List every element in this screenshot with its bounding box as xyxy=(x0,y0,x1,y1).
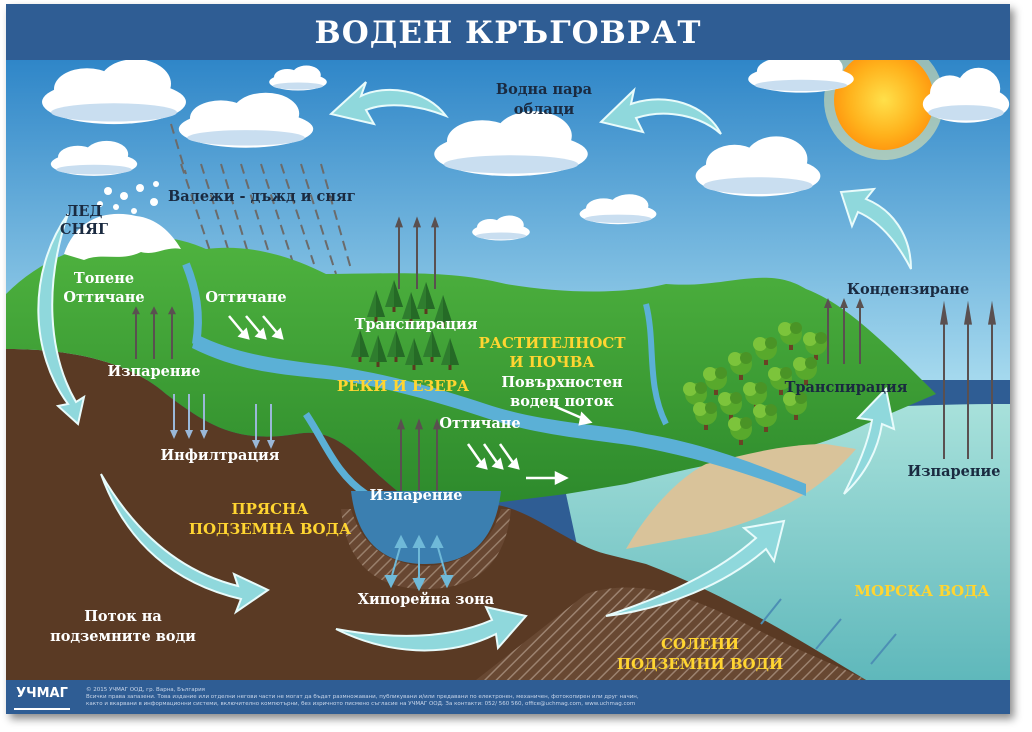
label-ice: ЛЕД xyxy=(66,203,103,220)
label-runoff-lower: Оттичане xyxy=(439,415,520,432)
label-vapor: Водна пара xyxy=(496,81,593,98)
label-transpiration-right: Транспирация xyxy=(785,379,908,396)
label-runoff-left: Оттичане xyxy=(63,289,144,306)
saline-arrows xyxy=(760,598,897,665)
footer-bar xyxy=(6,680,1010,714)
lake xyxy=(351,491,501,564)
label-rivers: РЕКИ И ЕЗЕРА xyxy=(337,377,470,395)
runoff-arrows xyxy=(228,315,593,486)
copyright-line-1: © 2015 УЧМАГ ООД, гр. Варна, България xyxy=(86,687,205,693)
river xyxy=(192,334,806,496)
label-saline-1: СОЛЕНИ xyxy=(661,635,739,653)
label-saline-2: ПОДЗЕМНИ ВОДИ xyxy=(617,655,783,673)
label-transpiration-left: Транспирация xyxy=(355,316,478,333)
copyright-text: © 2015 УЧМАГ ООД, гр. Варна, България Вс… xyxy=(86,687,686,708)
publisher-logo: УЧМАГ xyxy=(14,684,70,710)
label-groundwater-flow-2: подземните води xyxy=(50,628,196,645)
label-snow: СНЯГ xyxy=(60,221,108,238)
label-precipitation: Валежи - дъжд и сняг xyxy=(168,188,356,205)
copyright-line-3: както и вкарвани в информационни системи… xyxy=(86,701,636,707)
label-surface-1: Повърхностен xyxy=(501,374,623,391)
sun-icon xyxy=(824,40,944,160)
label-runoff-mid: Оттичане xyxy=(205,289,286,306)
snow-cap xyxy=(64,213,181,260)
water-cycle-diagram: Водна пара облаци Валежи - дъжд и сняг Л… xyxy=(6,40,1010,680)
label-clouds: облаци xyxy=(514,101,575,118)
beach xyxy=(626,444,856,549)
label-fresh-groundwater-1: ПРЯСНА xyxy=(232,500,310,518)
saline-groundwater-zone xyxy=(476,587,866,680)
flow-arrows xyxy=(37,81,912,652)
label-condensation: Кондензиране xyxy=(847,281,969,298)
page-title: ВОДЕН КРЪГОВРАТ xyxy=(6,4,1010,60)
label-hyporheic: Хипорейна зона xyxy=(358,591,495,608)
rain-lines xyxy=(170,123,352,280)
label-evaporation-sea: Изпарение xyxy=(908,463,1001,480)
label-groundwater-flow-1: Поток на xyxy=(84,608,162,625)
label-sea-water: МОРСКА ВОДА xyxy=(854,582,990,600)
label-evaporation-left: Изпарение xyxy=(108,363,201,380)
label-surface-2: воден поток xyxy=(510,393,614,410)
grassland xyxy=(6,237,936,504)
label-vegetation-1: РАСТИТЕЛНОСТ xyxy=(479,334,627,352)
label-vegetation-2: И ПОЧВА xyxy=(509,353,595,371)
label-fresh-groundwater-2: ПОДЗЕМНА ВОДА xyxy=(189,520,352,538)
snowflake-icons xyxy=(97,181,159,214)
label-evaporation-lake: Изпарение xyxy=(370,487,463,504)
label-melt: Топене xyxy=(74,270,134,287)
copyright-line-2: Всички права запазени. Това издание или … xyxy=(86,694,639,700)
hyporheic-arrows xyxy=(384,534,454,592)
label-infiltration: Инфилтрация xyxy=(160,447,279,464)
poster: Водна пара облаци Валежи - дъжд и сняг Л… xyxy=(6,4,1010,714)
